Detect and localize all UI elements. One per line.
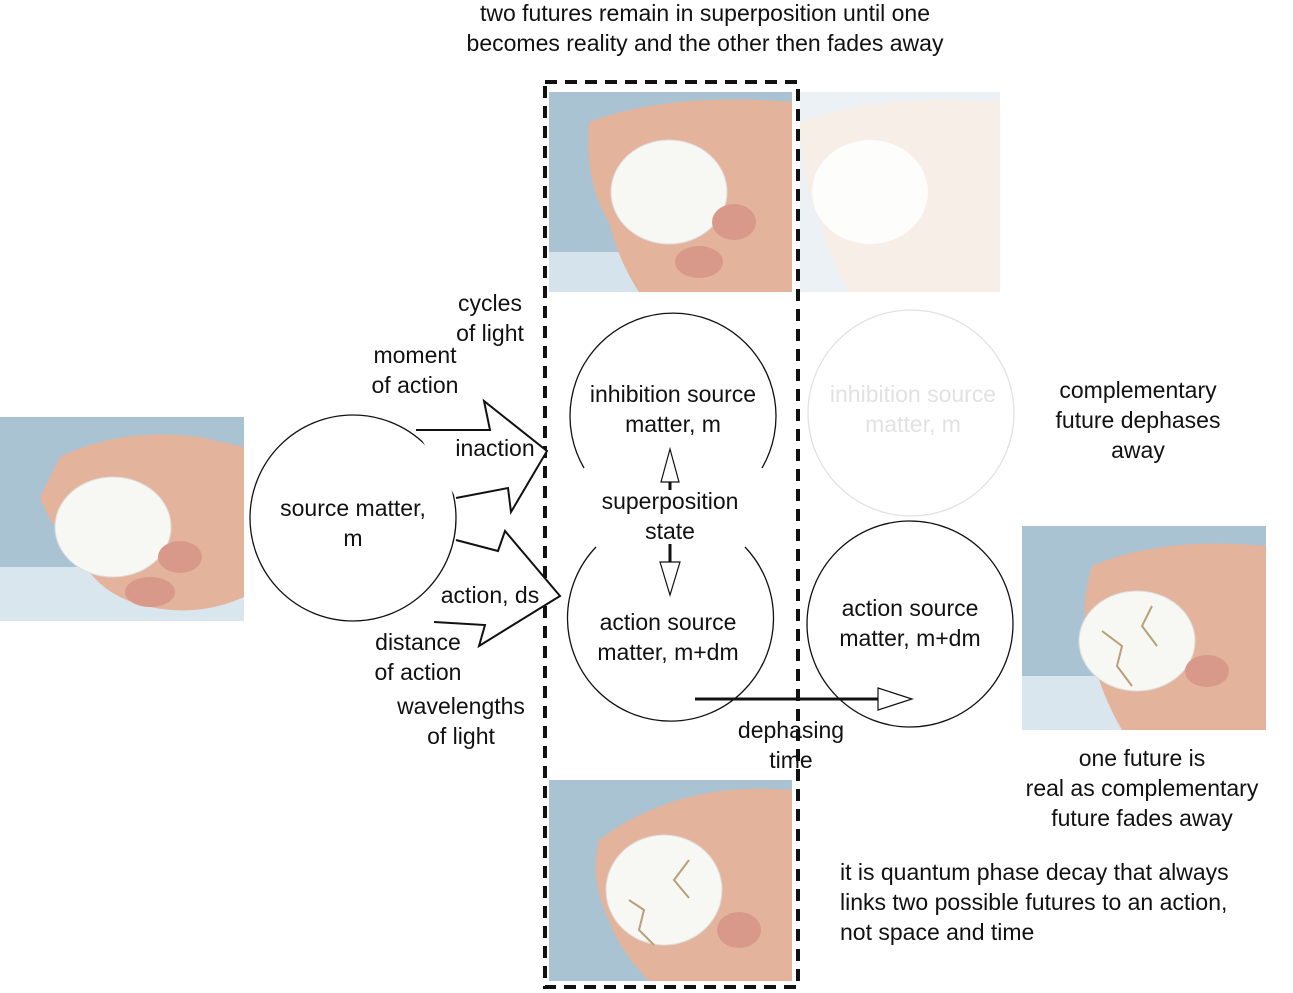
action-ds-text: action, ds xyxy=(440,582,540,608)
complementary-text: complementary xyxy=(1059,377,1217,403)
note-text: not space and time xyxy=(840,919,1035,945)
inhibition-faded-node-text: matter, m xyxy=(865,411,961,437)
complementary-text: away xyxy=(1111,437,1165,463)
note-text: links two possible futures to an action, xyxy=(840,889,1228,915)
inhibition-egg-photo xyxy=(549,92,792,292)
complementary-label: complementary future dephases away xyxy=(1028,375,1248,465)
action-node-text: action source xyxy=(599,609,737,635)
superposition-down-head xyxy=(659,561,681,598)
superposition-text: superposition xyxy=(601,488,739,514)
source-node-text: m xyxy=(343,525,363,551)
superposition-text: state xyxy=(645,518,695,544)
inhibition-circle xyxy=(569,312,777,469)
action-ds-label: action, ds xyxy=(425,580,555,610)
superposition-label: superposition state xyxy=(580,486,760,546)
action-node-label: action source matter, m+dm xyxy=(563,607,773,667)
cycles-text: of light xyxy=(456,320,524,346)
one-future-text: one future is xyxy=(1078,745,1206,771)
note-label: it is quantum phase decay that always li… xyxy=(840,857,1292,947)
action-real-circle xyxy=(806,520,1014,728)
cycles-label: cycles of light xyxy=(430,288,550,348)
inhibition-egg-photo-faded xyxy=(800,92,1000,292)
moment-text: of action xyxy=(371,372,459,398)
dephasing-head xyxy=(877,687,914,711)
complementary-text: future dephases xyxy=(1055,407,1221,433)
moment-label: moment of action xyxy=(350,340,480,400)
inhibition-node-text: matter, m xyxy=(625,411,721,437)
source-node-text: source matter, xyxy=(280,495,426,521)
inhibition-faded-node-text: inhibition source xyxy=(829,381,997,407)
inaction-arrow xyxy=(416,398,549,516)
wavelengths-label: wavelengths of light xyxy=(381,691,541,751)
cycles-text: cycles xyxy=(458,290,522,316)
inhibition-node-text: inhibition source xyxy=(589,381,757,407)
action-arrow xyxy=(433,529,562,649)
source-egg-photo xyxy=(0,417,244,621)
one-future-label: one future is real as complementary futu… xyxy=(1002,743,1282,833)
diagram-title: two futures remain in superposition unti… xyxy=(398,0,1012,58)
wavelengths-text: wavelengths xyxy=(397,693,525,719)
inaction-text: inaction xyxy=(455,435,535,461)
dephasing-label: dephasing time xyxy=(720,715,862,775)
dephasing-text: time xyxy=(769,747,813,773)
action-real-node-label: action source matter, m+dm xyxy=(805,593,1015,653)
wavelengths-text: of light xyxy=(427,723,495,749)
superposition-up-head xyxy=(660,446,680,483)
source-node-label: source matter, m xyxy=(253,493,453,553)
source-circle xyxy=(249,414,457,622)
inhibition-faded-circle xyxy=(807,309,1015,517)
action-real-node-text: action source xyxy=(841,595,979,621)
inaction-label: inaction xyxy=(440,433,550,463)
distance-text: distance xyxy=(375,629,461,655)
dephasing-text: dephasing xyxy=(737,717,845,743)
action-egg-photo-bottom xyxy=(549,780,792,981)
distance-text: of action xyxy=(374,659,462,685)
moment-text: moment xyxy=(373,342,457,368)
superposition-box xyxy=(543,80,800,989)
action-node-text: matter, m+dm xyxy=(597,639,739,665)
inhibition-faded-node-label: inhibition source matter, m xyxy=(803,379,1023,439)
action-egg-photo-right xyxy=(1022,526,1266,730)
action-circle xyxy=(566,546,775,722)
title-line: becomes reality and the other then fades… xyxy=(466,30,944,56)
distance-label: distance of action xyxy=(353,627,483,687)
action-real-node-text: matter, m+dm xyxy=(839,625,981,651)
note-text: it is quantum phase decay that always xyxy=(840,859,1229,885)
one-future-text: future fades away xyxy=(1051,805,1233,831)
title-line: two futures remain in superposition unti… xyxy=(479,0,931,26)
inhibition-node-label: inhibition source matter, m xyxy=(563,379,783,439)
one-future-text: real as complementary xyxy=(1025,775,1259,801)
